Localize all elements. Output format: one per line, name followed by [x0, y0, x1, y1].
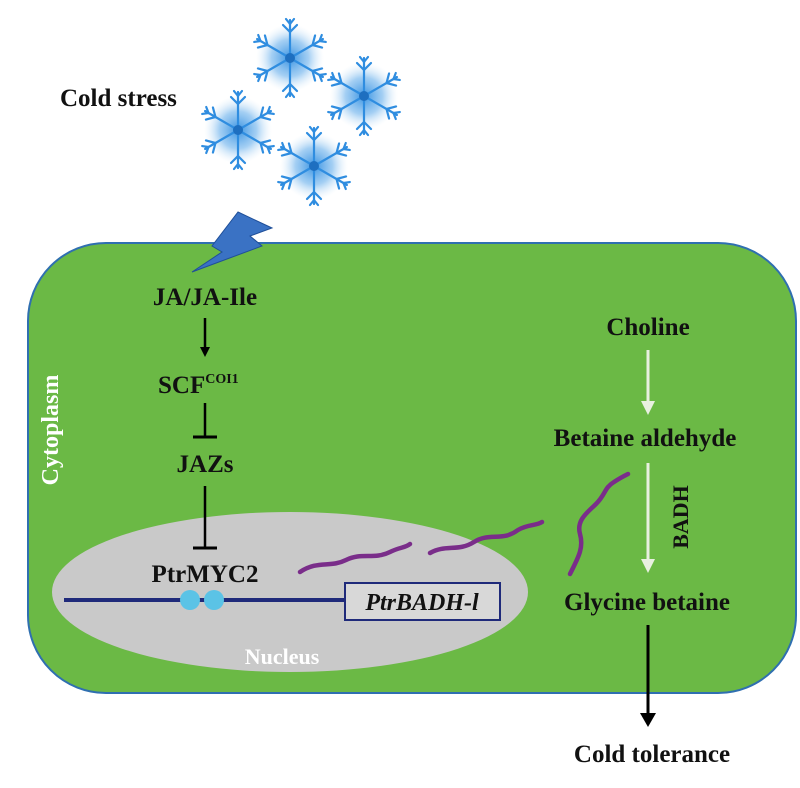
- snowflake-icon: [253, 19, 328, 97]
- ja-label: JA/JA-Ile: [153, 284, 257, 311]
- scf-label: SCFCOI1: [158, 372, 239, 399]
- jazs-label: JAZs: [177, 451, 234, 478]
- cold-tolerance-label: Cold tolerance: [574, 741, 730, 768]
- gene-box: [344, 582, 501, 621]
- glycine-betaine-label: Glycine betaine: [564, 589, 730, 616]
- badh-enzyme-label: BADH: [668, 485, 693, 549]
- snowflake-icon: [201, 91, 276, 169]
- betaine-aldehyde-label: Betaine aldehyde: [554, 425, 737, 452]
- nucleus-label: Nucleus: [245, 644, 320, 669]
- snowflake-icon: [277, 127, 352, 205]
- snowflake-icon: [327, 57, 402, 135]
- mrna-strand: [297, 471, 631, 577]
- nucleus: [52, 512, 528, 672]
- cold-stress-label: Cold stress: [60, 85, 177, 112]
- cytoplasm-label: Cytoplasm: [38, 375, 64, 486]
- binding-site: [180, 590, 200, 610]
- myc2-label: PtrMYC2: [152, 561, 259, 588]
- choline-label: Choline: [606, 314, 689, 341]
- lightning-bolt-icon: [191, 211, 274, 273]
- binding-site: [204, 590, 224, 610]
- gene-label: PtrBADH-l: [364, 590, 479, 616]
